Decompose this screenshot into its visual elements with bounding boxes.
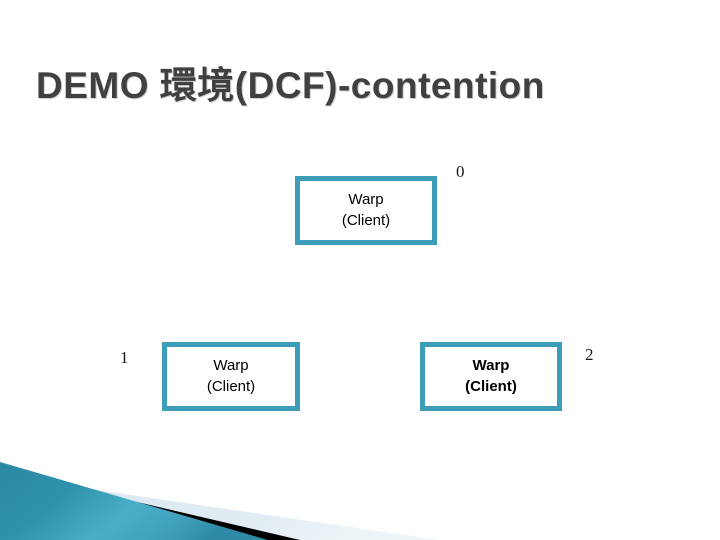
node-index-label-1: 1 [120,348,129,367]
page-title: DEMO 環境(DCF)-contention [36,64,545,106]
node-label-line1: Warp [213,357,249,375]
node-label-line2: (Client) [206,377,256,395]
node-label-line1: Warp [348,191,384,209]
node-index-label-0: 0 [456,162,465,181]
node-label-line2: (Client) [465,377,517,395]
node-label-line1: Warp [472,357,510,375]
node-box-warp-client-0[interactable]: Warp (Client) [295,176,437,245]
node-box-warp-client-2[interactable]: Warp (Client) [420,342,562,411]
node-box-warp-client-1[interactable]: Warp (Client) [162,342,300,411]
node-index-label-2: 2 [585,345,594,364]
corner-wedge-graphic-icon [0,462,440,540]
node-label-line2: (Client) [341,211,391,229]
